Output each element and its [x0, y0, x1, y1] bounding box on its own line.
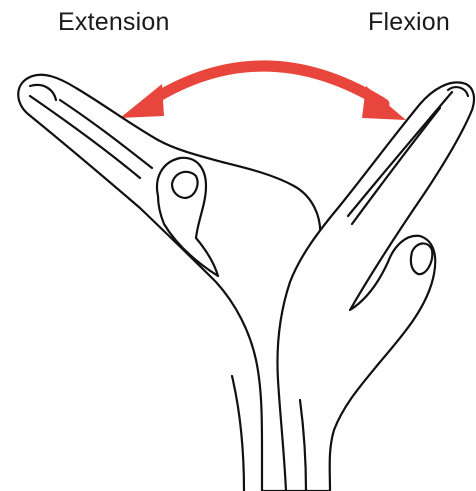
extended-wrist-line [232, 376, 244, 491]
arrow-head-left [120, 84, 164, 118]
flexed-hand-outline [278, 82, 475, 491]
flexed-hand [278, 82, 475, 491]
range-of-motion-arrow [120, 66, 406, 120]
extended-hand-outline [18, 75, 320, 491]
arrow-arc [146, 66, 384, 104]
extended-hand [18, 75, 320, 491]
arrow-head-right [362, 86, 406, 120]
